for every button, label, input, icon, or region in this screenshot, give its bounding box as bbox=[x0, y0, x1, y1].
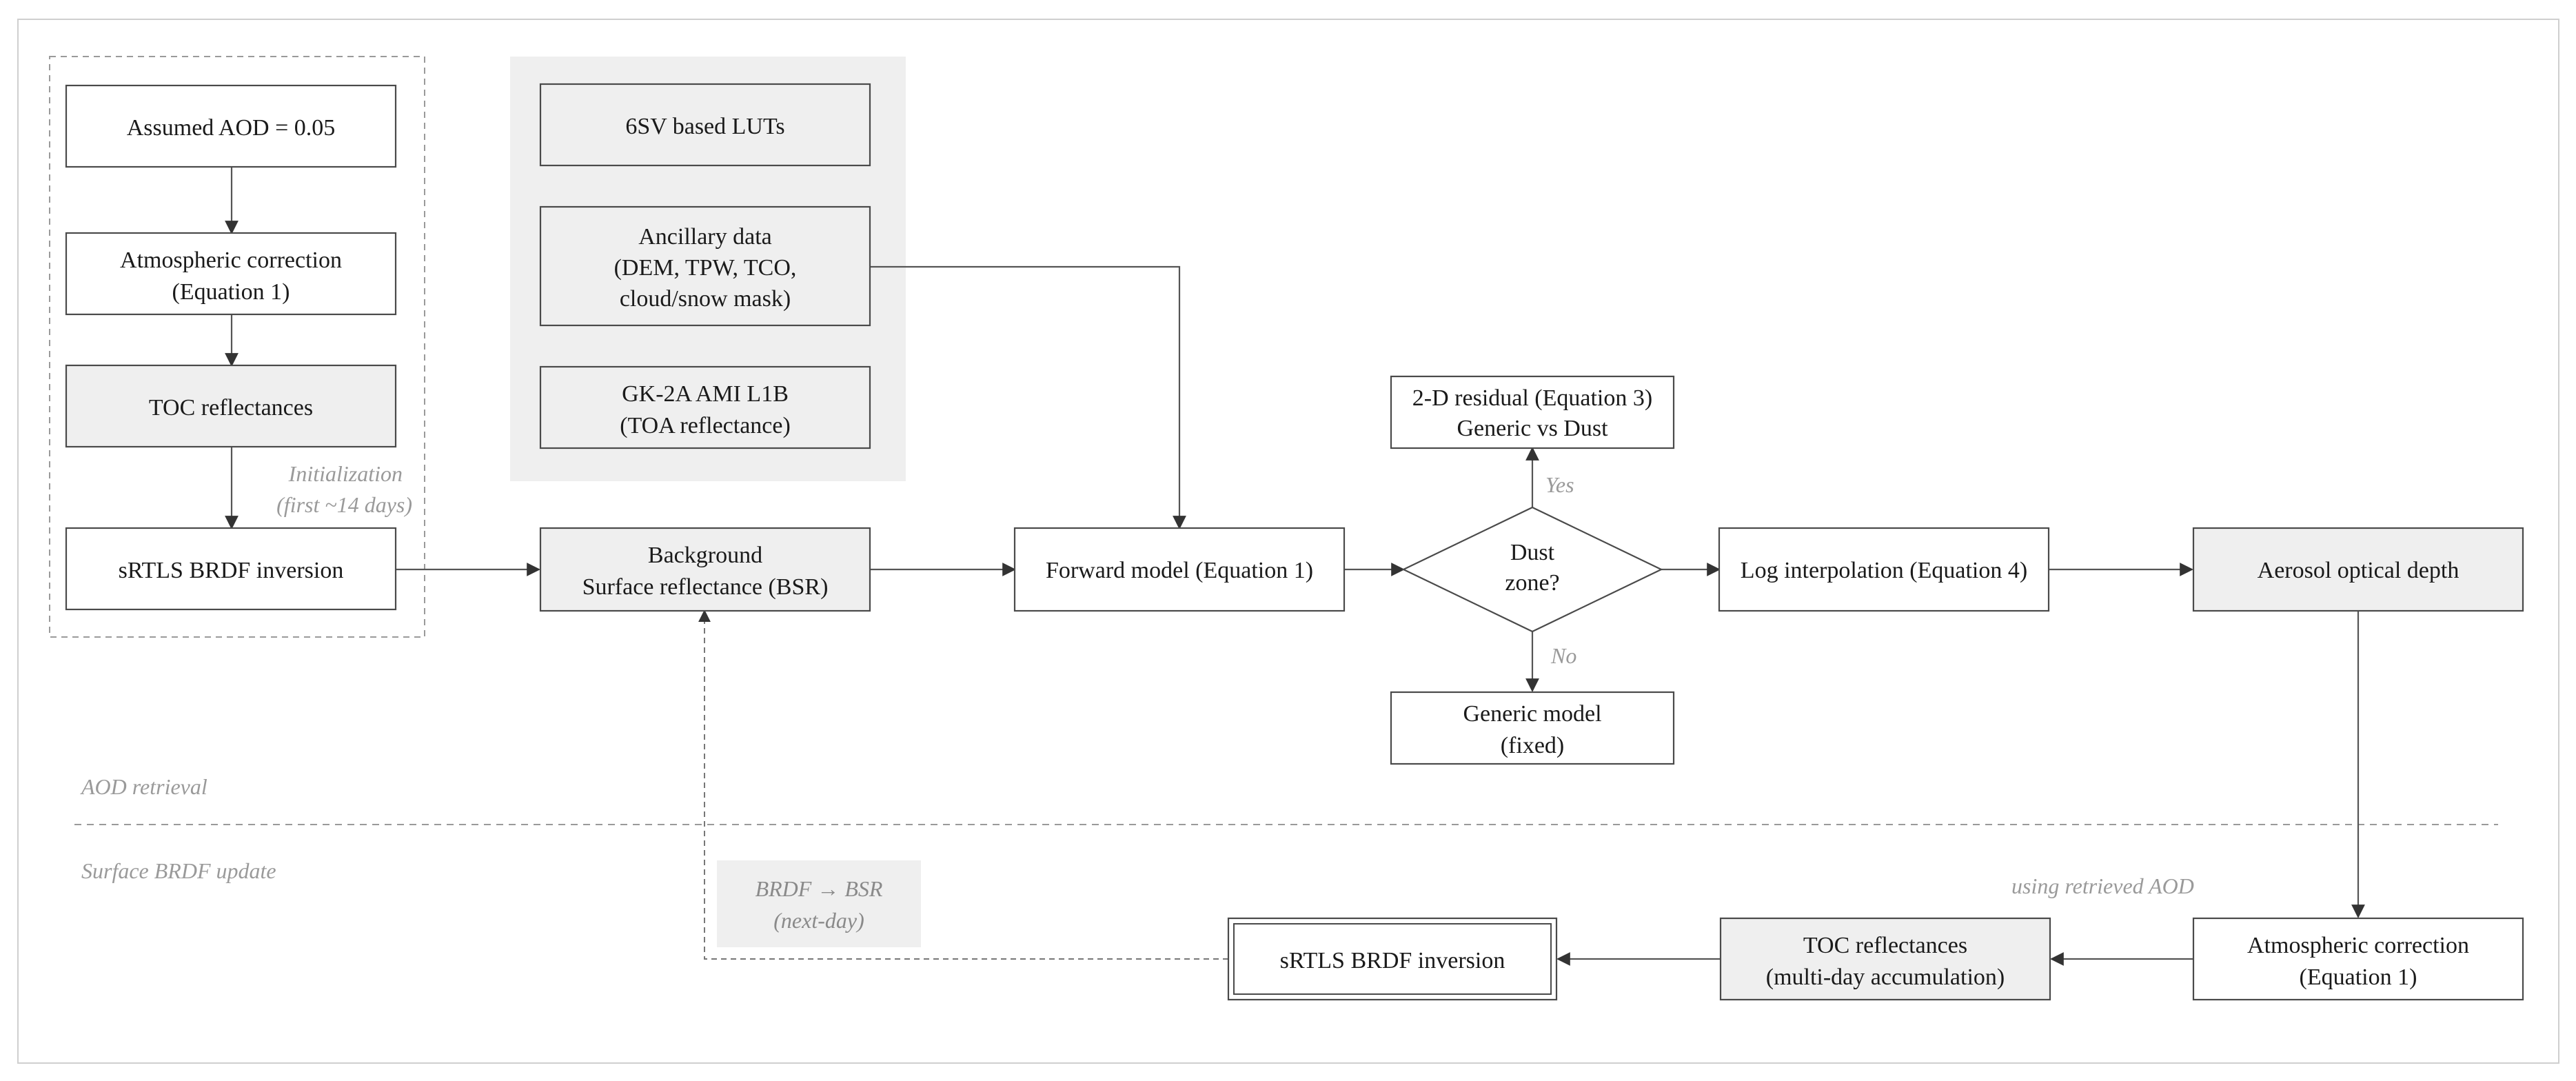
node-luts-label: 6SV based LUTs bbox=[625, 114, 784, 139]
node-srtls-init: sRTLS BRDF inversion bbox=[65, 527, 397, 611]
node-bsr: Background Surface reflectance (BSR) bbox=[539, 527, 871, 612]
surface-update-label: Surface BRDF update bbox=[81, 858, 276, 883]
node-srtls-init-label: sRTLS BRDF inversion bbox=[119, 558, 344, 583]
node-atm-corr-init: Atmospheric correction (Equation 1) bbox=[65, 232, 397, 316]
node-aod-output: Aerosol optical depth bbox=[2192, 527, 2524, 612]
brdf-bsr-line1: BRDF → BSR bbox=[755, 876, 883, 901]
node-dust-zone-decision: Dust zone? bbox=[1401, 506, 1663, 633]
node-log-interp-label: Log interpolation (Equation 4) bbox=[1741, 558, 2027, 583]
node-residual: 2-D residual (Equation 3) Generic vs Dus… bbox=[1390, 375, 1675, 449]
node-toc-multi-line1: TOC reflectances bbox=[1803, 933, 1967, 958]
edge-ancillary-to-forward bbox=[870, 265, 1186, 529]
using-retrieved-aod-label: using retrieved AOD bbox=[2011, 873, 2194, 898]
node-ancillary-line2: (DEM, TPW, TCO, bbox=[614, 255, 797, 281]
node-toc-multi-line2: (multi-day accumulation) bbox=[1766, 964, 2005, 990]
yes-label: Yes bbox=[1545, 472, 1574, 497]
aod-retrieval-label: AOD retrieval bbox=[80, 774, 207, 799]
brdf-bsr-line2: (next-day) bbox=[773, 908, 864, 933]
node-generic-model: Generic model (fixed) bbox=[1390, 691, 1675, 765]
initialization-group bbox=[49, 56, 425, 638]
node-forward-model-label: Forward model (Equation 1) bbox=[1046, 558, 1313, 583]
node-luts: 6SV based LUTs bbox=[539, 83, 871, 167]
node-dust-zone-line1: Dust bbox=[1510, 540, 1555, 565]
node-brdf-bsr-note: BRDF → BSR (next-day) bbox=[717, 860, 921, 947]
outer-frame bbox=[17, 19, 2559, 1064]
node-atm-corr-update: Atmospheric correction (Equation 1) bbox=[2192, 917, 2524, 1001]
node-aod-output-label: Aerosol optical depth bbox=[2258, 558, 2460, 583]
node-atm-corr-update-line2: (Equation 1) bbox=[2300, 964, 2417, 990]
node-srtls-update: sRTLS BRDF inversion bbox=[1227, 917, 1558, 1001]
node-gk2a-line1: GK-2A AMI L1B bbox=[622, 381, 789, 407]
node-assumed-aod: Assumed AOD = 0.05 bbox=[65, 84, 397, 168]
node-atm-corr-init-line2: (Equation 1) bbox=[172, 279, 290, 305]
node-forward-model: Forward model (Equation 1) bbox=[1013, 527, 1346, 612]
node-ancillary-line1: Ancillary data bbox=[638, 224, 772, 250]
node-residual-line2: Generic vs Dust bbox=[1457, 416, 1608, 441]
node-gk2a: GK-2A AMI L1B (TOA reflectance) bbox=[539, 365, 871, 449]
node-log-interpolation: Log interpolation (Equation 4) bbox=[1718, 527, 2050, 612]
node-ancillary: Ancillary data (DEM, TPW, TCO, cloud/sno… bbox=[539, 205, 871, 327]
initialization-label-line2: (first ~14 days) bbox=[276, 492, 412, 517]
node-toc-multi-day: TOC reflectances (multi-day accumulation… bbox=[1719, 917, 2051, 1001]
node-assumed-aod-label: Assumed AOD = 0.05 bbox=[127, 115, 336, 141]
node-bsr-line2: Surface reflectance (BSR) bbox=[582, 574, 829, 600]
node-generic-line2: (fixed) bbox=[1501, 733, 1565, 758]
node-residual-line1: 2-D residual (Equation 3) bbox=[1412, 385, 1652, 411]
node-gk2a-line2: (TOA reflectance) bbox=[620, 413, 791, 438]
node-ancillary-line3: cloud/snow mask) bbox=[620, 286, 791, 312]
edges bbox=[225, 167, 2365, 966]
node-generic-line1: Generic model bbox=[1463, 701, 1601, 727]
initialization-label-line1: Initialization bbox=[288, 461, 403, 486]
node-atm-corr-init-line1: Atmospheric correction bbox=[120, 247, 342, 273]
node-srtls-update-label: sRTLS BRDF inversion bbox=[1280, 948, 1505, 973]
edge-srtls-to-bsr-feedback bbox=[698, 609, 1228, 960]
node-dust-zone-line2: zone? bbox=[1505, 570, 1559, 596]
node-bsr-line1: Background bbox=[648, 543, 762, 568]
node-atm-corr-update-line1: Atmospheric correction bbox=[2247, 933, 2469, 958]
node-toc-init-label: TOC reflectances bbox=[149, 395, 313, 421]
no-label: No bbox=[1550, 643, 1576, 668]
node-toc-init: TOC reflectances bbox=[65, 364, 397, 448]
